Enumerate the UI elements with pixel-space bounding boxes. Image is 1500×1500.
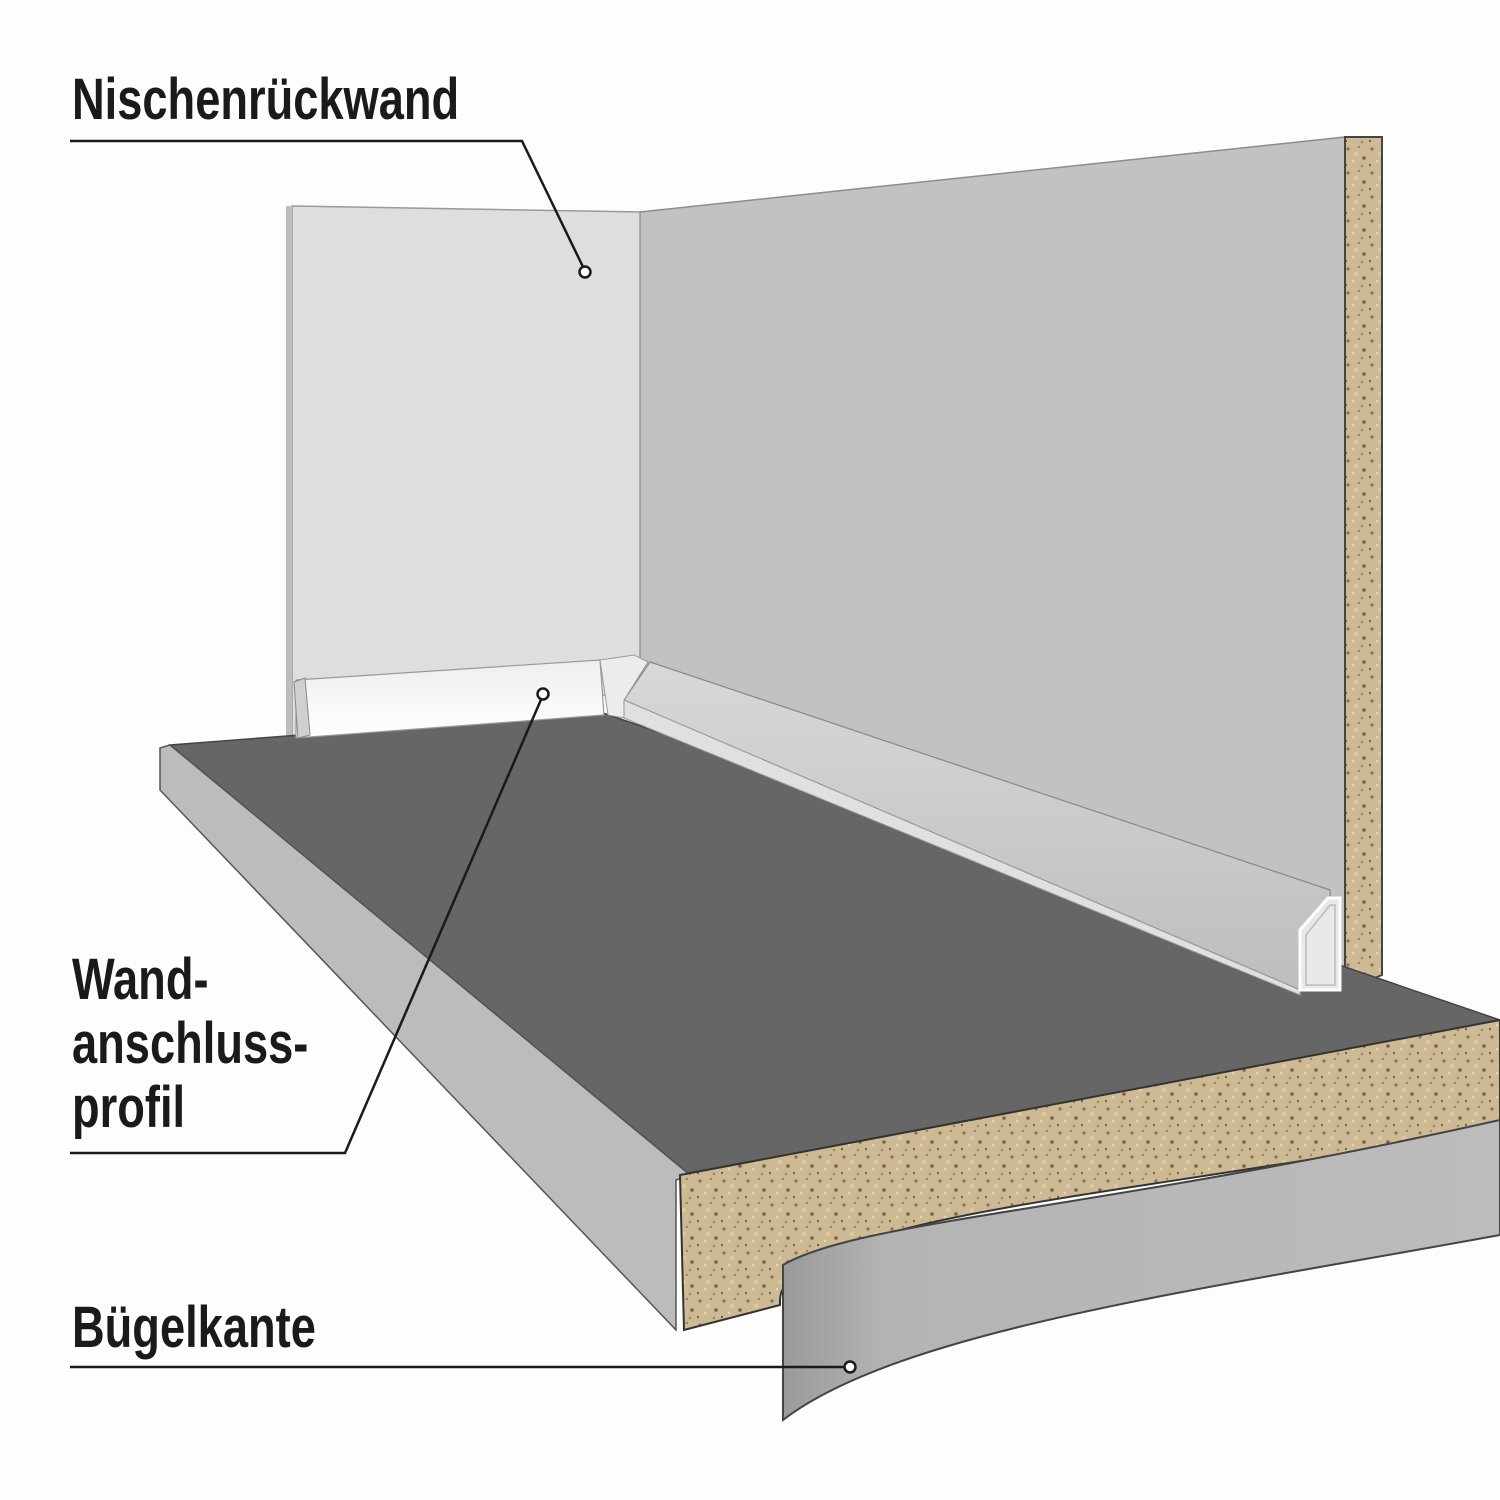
niche-back-panel xyxy=(286,205,641,741)
leader-anchor-wandanschlussprofil xyxy=(536,687,550,701)
label-wandanschlussprofil-line-3: profil xyxy=(72,1075,186,1140)
leader-anchor-buegelkante xyxy=(843,1360,857,1374)
label-wandanschlussprofil-line-2: anschluss- xyxy=(72,1011,309,1076)
label-nischenrueckwand: Nischenrückwand xyxy=(72,67,460,132)
leader-lines xyxy=(70,139,857,1374)
iron-on-edge-band xyxy=(782,1118,1500,1423)
label-buegelkante: Bügelkante xyxy=(72,1295,316,1360)
leader-line-nischenrueckwand xyxy=(70,139,587,272)
label-wandanschlussprofil: Wand- anschluss- profil xyxy=(72,948,308,1140)
label-wandanschlussprofil-line-1: Wand- xyxy=(72,947,209,1012)
countertop xyxy=(159,711,1500,1332)
wall-connection-profile xyxy=(293,654,1342,996)
leader-anchor-nischenrueckwand xyxy=(578,265,592,279)
leader-line-wandanschlussprofil xyxy=(70,694,545,1155)
